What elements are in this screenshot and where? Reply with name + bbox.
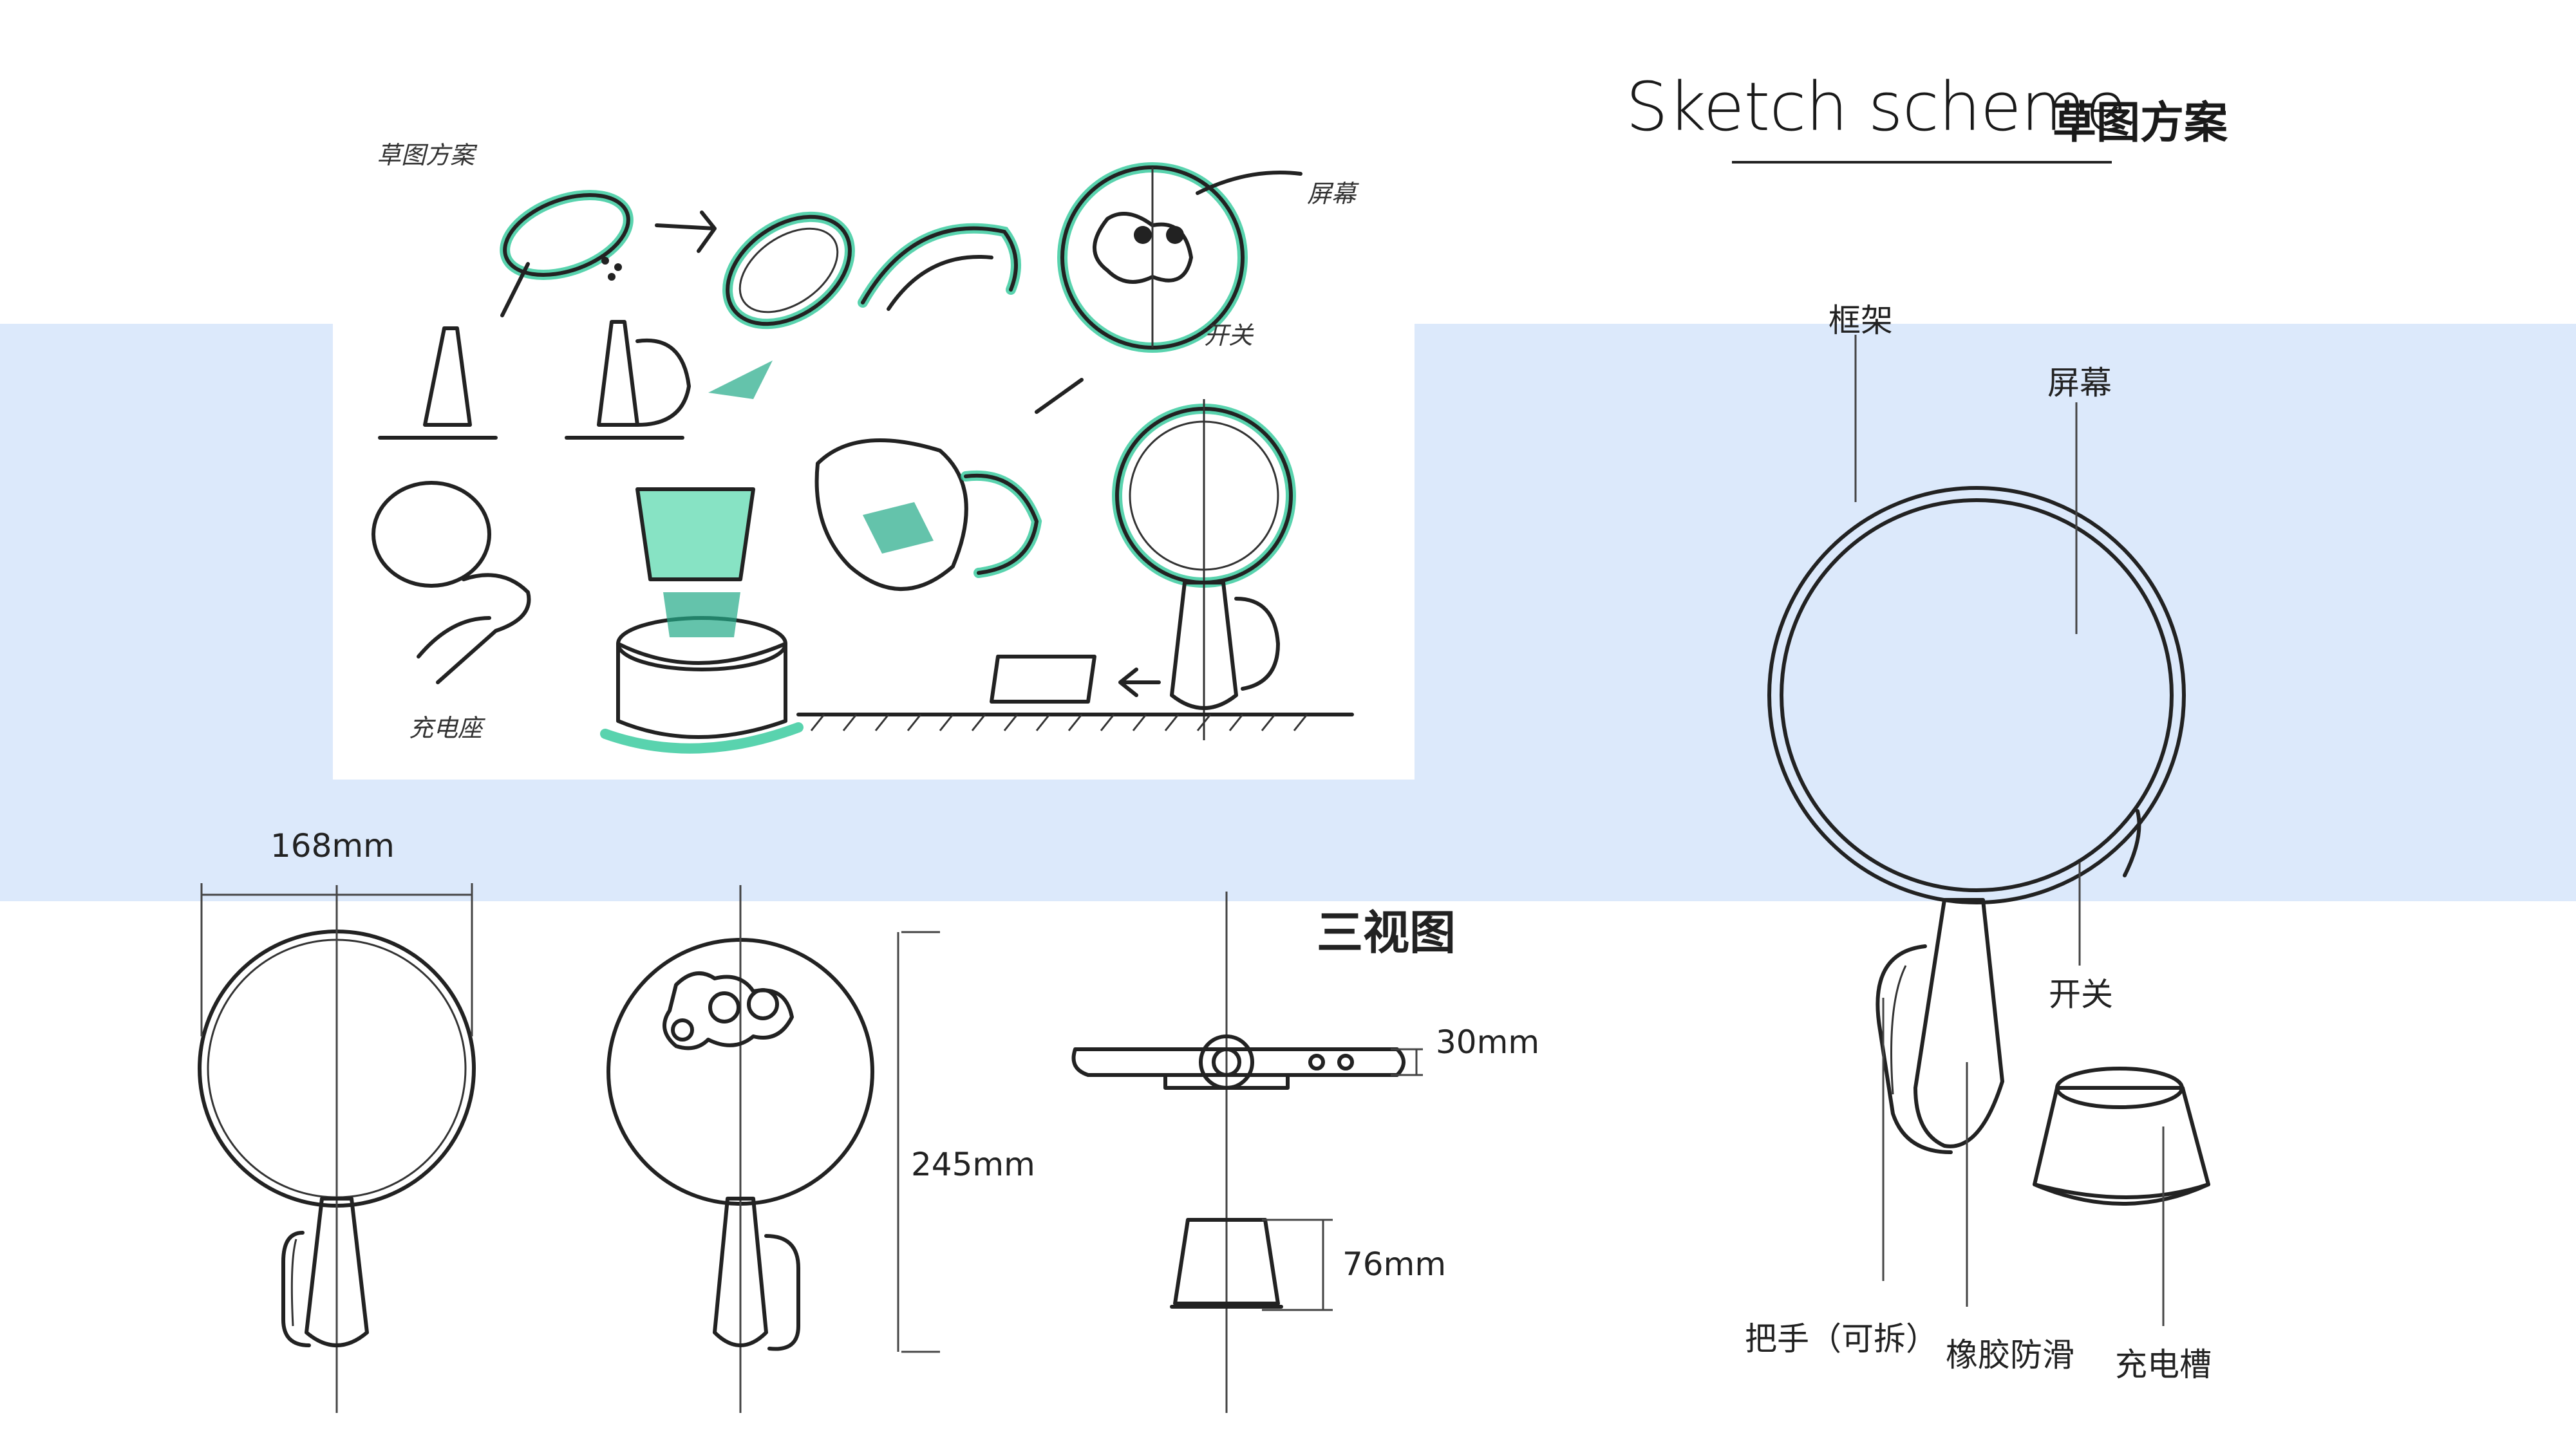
product-large xyxy=(1767,486,2210,1206)
sketch-final-product xyxy=(990,399,1296,740)
title-english: Sketch scheme xyxy=(1626,68,2127,146)
sketch-lamps xyxy=(378,320,773,440)
sketch-sphere xyxy=(1057,162,1302,353)
callout-rubber: 橡胶防滑 xyxy=(1946,1336,2074,1374)
sketch-charging-base xyxy=(600,487,804,754)
sketch-note-bottom-right: 开关 xyxy=(1204,321,1254,350)
callout-handle: 把手（可拆） xyxy=(1745,1320,1938,1358)
three-view-heading: 三视图 xyxy=(1317,906,1456,960)
back-view xyxy=(606,885,940,1413)
callout-switch: 开关 xyxy=(2049,976,2113,1013)
title-chinese: 草图方案 xyxy=(2053,98,2228,149)
front-view xyxy=(198,883,476,1413)
callout-screen: 屏幕 xyxy=(2047,364,2112,402)
dim-width: 168mm xyxy=(270,827,395,865)
sketch-panel xyxy=(333,324,1415,780)
dim-thickness: 30mm xyxy=(1436,1024,1540,1061)
sketch-ring xyxy=(858,223,1021,311)
sketch-magnifier xyxy=(500,190,634,317)
dim-height: 245mm xyxy=(911,1146,1035,1183)
sketch-note-right: 屏幕 xyxy=(1307,180,1357,208)
sketch-hand xyxy=(371,481,531,684)
sketch-group xyxy=(371,162,1354,754)
callout-charger: 充电槽 xyxy=(2115,1346,2212,1383)
callout-lines xyxy=(1854,335,2165,1326)
sketch-arrow-1 xyxy=(655,210,717,253)
dim-base: 76mm xyxy=(1342,1246,1447,1283)
sketch-disc xyxy=(722,211,855,330)
sketch-ground xyxy=(796,713,1354,731)
side-view xyxy=(1071,892,1423,1413)
sketch-note-top-left: 草图方案 xyxy=(377,141,475,169)
sketch-handle-rotated xyxy=(814,378,1084,591)
callout-frame: 框架 xyxy=(1829,302,1893,339)
sketch-note-bottom-left: 充电座 xyxy=(409,714,483,742)
title-underline xyxy=(1732,161,2112,164)
